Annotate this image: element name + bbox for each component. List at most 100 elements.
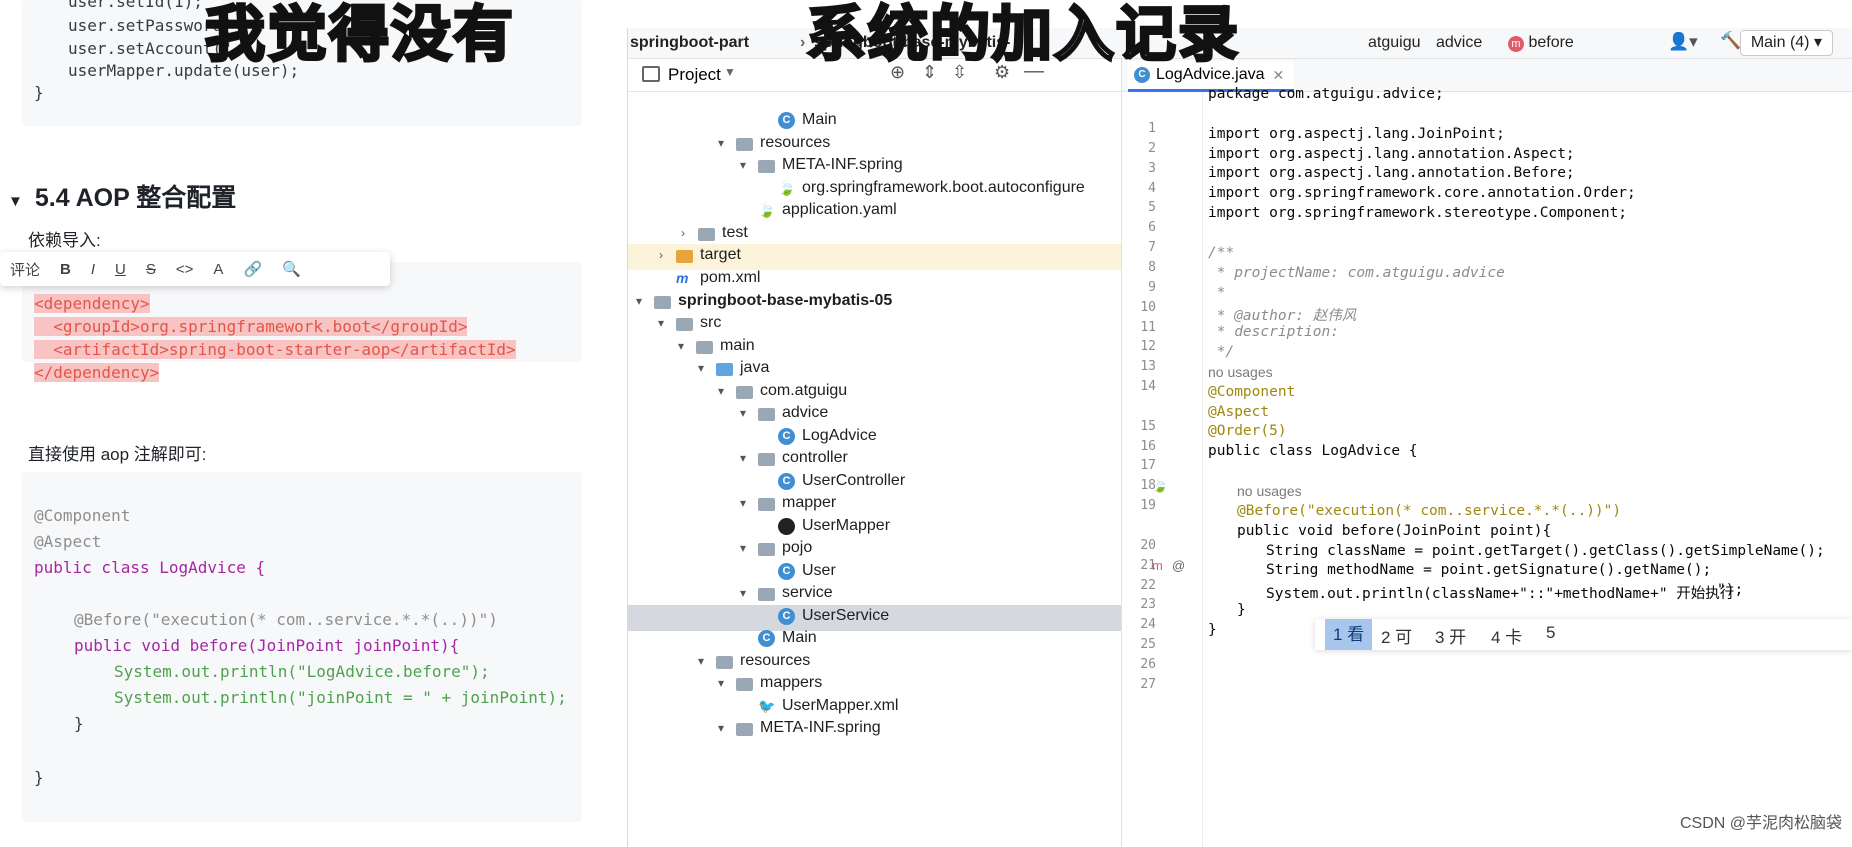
code-line[interactable]: } [1208,622,1217,638]
tree-item-usermapper[interactable]: UserMapper [628,515,1121,541]
hammer-icon[interactable]: 🔨 [1720,31,1742,50]
code-line[interactable]: package com.atguigu.advice; [1208,86,1444,102]
line-number[interactable]: 5 [1148,200,1156,215]
user-icon[interactable]: 👤▾ [1668,32,1698,51]
code-line[interactable]: String className = point.getTarget().get… [1266,543,1825,559]
tree-item-resources[interactable]: ▾resources [628,650,1121,676]
line-number[interactable]: 1 [1148,121,1156,136]
tree-item-mappers[interactable]: ▾mappers [628,672,1121,698]
code-line[interactable]: String methodName = point.getSignature()… [1266,562,1712,578]
tree-item-springboot-base-mybatis-05[interactable]: ▾springboot-base-mybatis-05 [628,290,1121,316]
chevron-down-icon[interactable]: ▾ [697,654,705,668]
project-label[interactable]: Project [668,65,721,84]
line-number[interactable]: 9 [1148,280,1156,295]
line-number[interactable]: 2 [1148,141,1156,156]
code-line[interactable]: * description: [1208,324,1339,340]
ime-candidate[interactable]: 4 卡 [1491,628,1523,647]
line-number[interactable]: 20 [1140,538,1156,553]
breadcrumb-project[interactable]: springboot-part [630,34,750,51]
chevron-down-icon[interactable]: ▾ [717,721,725,735]
breadcrumb-package[interactable]: atguigu [1368,34,1421,51]
run-config-selector[interactable]: Main (4) ▾ [1739,30,1833,56]
line-number[interactable]: 16 [1140,439,1156,454]
code-line[interactable]: @Component [1208,384,1296,400]
line-number[interactable]: 17 [1140,458,1156,473]
line-number[interactable]: 23 [1140,597,1156,612]
line-number[interactable]: 11 [1140,320,1156,335]
line-number[interactable]: 24 [1140,617,1156,632]
breadcrumb-module[interactable]: springboot-base-mybatis- [814,34,1011,51]
code-line[interactable]: * projectName: com.atguigu.advice [1208,265,1505,281]
collapse-caret-icon[interactable]: ▼ [8,193,23,210]
tree-item-resources[interactable]: ▾resources [628,132,1121,158]
tree-item-java[interactable]: ▾java [628,357,1121,383]
line-number[interactable]: 15 [1140,419,1156,434]
line-number[interactable]: 26 [1140,657,1156,672]
line-number[interactable]: 7 [1148,240,1156,255]
bold-button[interactable]: B [60,260,71,278]
usage-hint[interactable]: no usages [1237,483,1302,499]
tree-item-service[interactable]: ▾service [628,582,1121,608]
spring-bean-icon[interactable]: 🍃 [1152,478,1169,493]
tree-item-meta-inf-spring[interactable]: ▾META-INF.spring [628,154,1121,180]
chevron-down-icon[interactable]: ▾ [697,361,705,375]
tree-item-usermapper-xml[interactable]: 🐦UserMapper.xml [628,695,1121,721]
usage-hint[interactable]: no usages [1208,364,1273,380]
code-line[interactable]: public void before(JoinPoint point){ [1237,523,1552,539]
tree-item-controller[interactable]: ▾controller [628,447,1121,473]
line-number[interactable]: 4 [1148,181,1156,196]
chevron-right-icon[interactable]: › [681,226,685,240]
close-icon[interactable]: ✕ [1272,67,1285,83]
chevron-down-icon[interactable]: ▾ [739,451,747,465]
line-number[interactable]: 18 [1140,478,1156,493]
ime-candidate[interactable]: 5 [1546,623,1556,642]
code-button[interactable]: <> [175,260,194,278]
minimize-icon[interactable]: — [1024,60,1044,82]
code-line[interactable]: @Aspect [1208,404,1270,420]
chevron-down-icon[interactable]: ▾ [677,339,685,353]
code-line[interactable]: import org.springframework.core.annotati… [1208,185,1636,201]
chevron-down-icon[interactable]: ▾ [739,496,747,510]
tree-item-meta-inf-spring[interactable]: ▾META-INF.spring [628,717,1121,743]
code-line[interactable]: import org.aspectj.lang.JoinPoint; [1208,126,1505,142]
strikethrough-button[interactable]: S [145,260,156,278]
search-icon[interactable]: 🔍 [282,261,301,278]
underline-button[interactable]: U [115,260,126,278]
tree-item-application-yaml[interactable]: 🍃application.yaml [628,199,1121,225]
code-line-tail[interactable]: "); [1717,582,1744,598]
chevron-down-icon[interactable]: ▾ [717,676,725,690]
tree-item-org-springframework-boot-autoconfigure[interactable]: 🍃org.springframework.boot.autoconfigure [628,177,1121,203]
link-icon[interactable]: 🔗 [243,261,263,278]
tree-item-test[interactable]: ›test [628,222,1121,248]
chevron-down-icon[interactable]: ▾ [635,294,643,308]
breadcrumb-method[interactable]: m before [1508,34,1574,52]
ime-candidate[interactable]: 3 开 [1435,628,1467,647]
code-line[interactable]: * [1208,285,1226,301]
code-line[interactable]: @Before("execution(* com..service.*.*(..… [1237,503,1622,519]
tree-item-mapper[interactable]: ▾mapper [628,492,1121,518]
expand-all-icon[interactable]: ⇕ [922,62,938,82]
tree-item-pojo[interactable]: ▾pojo [628,537,1121,563]
line-number[interactable]: 3 [1148,161,1156,176]
font-color-button[interactable]: A [213,260,224,278]
tree-item-target[interactable]: ›target [628,244,1121,270]
chevron-down-icon[interactable]: ▾ [739,541,747,555]
line-number[interactable]: 21 [1140,558,1156,573]
tab-logadvice-java[interactable]: C LogAdvice.java ✕ [1128,61,1295,92]
locate-icon[interactable]: ⊕ [890,62,906,82]
chevron-down-icon[interactable]: ▾ [717,384,725,398]
chevron-down-icon[interactable]: ▾ [739,586,747,600]
tree-item-advice[interactable]: ▾advice [628,402,1121,428]
chevron-right-icon[interactable]: › [659,248,663,262]
italic-button[interactable]: I [90,260,96,278]
ime-candidate[interactable]: 2 可 [1381,628,1413,647]
chevron-down-icon[interactable]: ▾ [717,136,725,150]
gear-icon[interactable]: ⚙ [994,62,1011,82]
line-number[interactable]: 14 [1140,379,1156,394]
line-number[interactable]: 10 [1140,300,1156,315]
